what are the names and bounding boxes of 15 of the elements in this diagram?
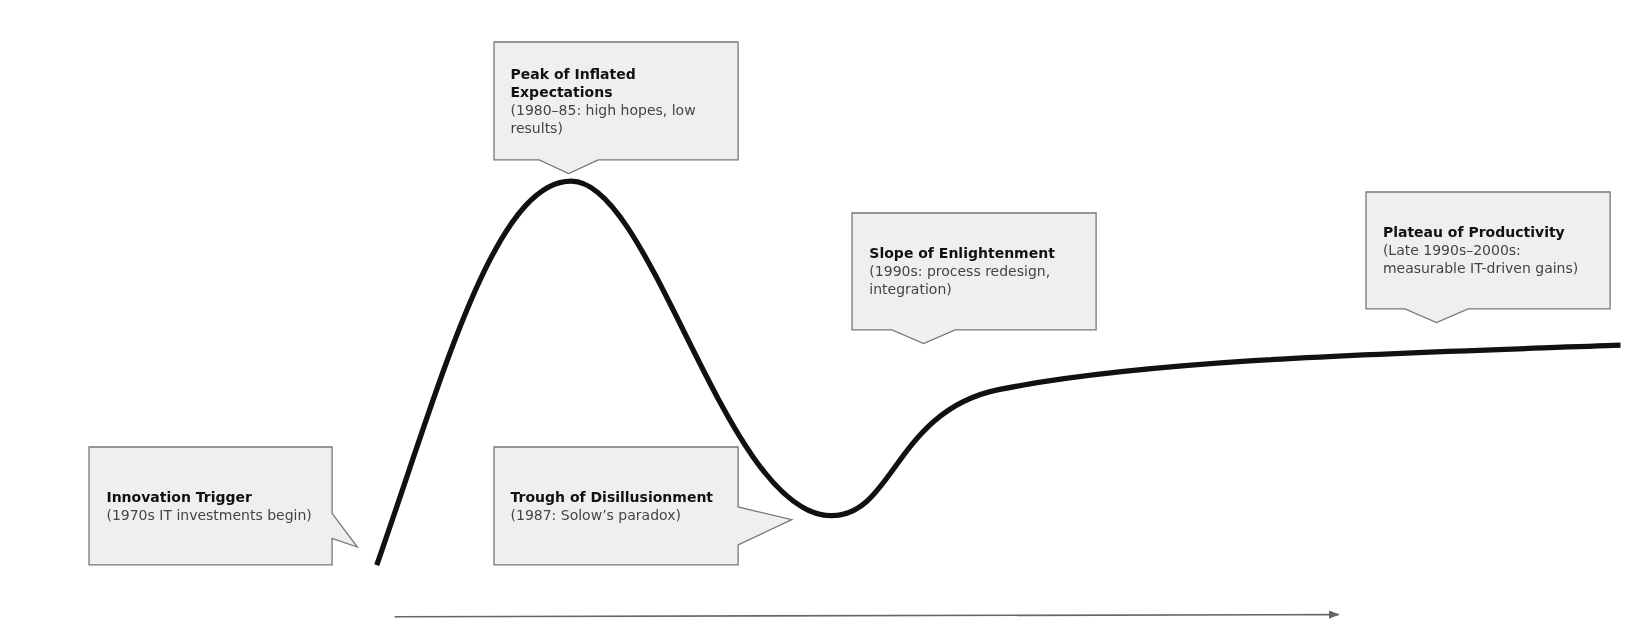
callout-heading: Peak of Inflated Expectations <box>510 65 637 101</box>
callout-text: (Late 1990s–2000s: measurable IT-driven gains) <box>1382 240 1580 277</box>
callout-box <box>852 212 1097 344</box>
callout-box <box>493 42 738 174</box>
callout-text: (1980–85: high hopes, low results) <box>510 101 697 137</box>
callout-text: (1987: Solow’s paradox) <box>510 506 682 525</box>
callout-heading: Innovation Trigger <box>106 488 253 507</box>
callout-heading: Trough of Disillusionment <box>510 488 715 507</box>
callout-box <box>1365 191 1610 322</box>
callout-box <box>89 447 358 566</box>
callout-box <box>493 447 792 566</box>
callout-heading: Slope of Enlightenment <box>869 243 1056 262</box>
callout-heading: Plateau of Productivity <box>1382 222 1566 241</box>
callout-text: (1990s: process redesign, integration) <box>869 261 1052 298</box>
callout-text: (1970s IT investments begin) <box>106 506 313 525</box>
